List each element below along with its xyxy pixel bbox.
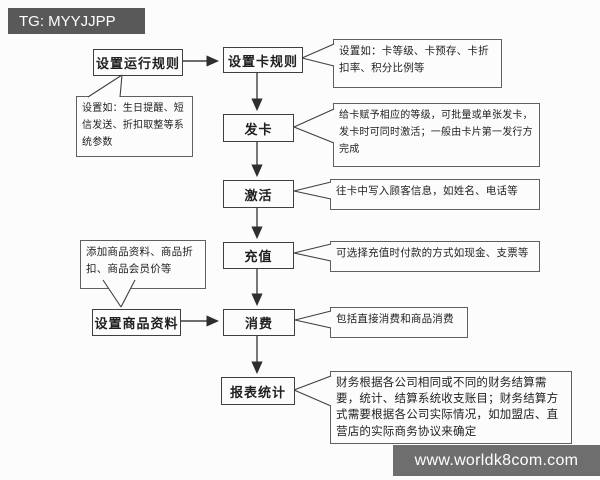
flow-node-activate: 激活 xyxy=(223,180,294,208)
callout-text: 添加商品资料、商品折扣、商品会员价等 xyxy=(86,246,193,275)
callout-text: 可选择充值时付款的方式如现金、支票等 xyxy=(336,247,529,259)
callout-report-note: 财务根据各公司相同或不同的财务结算需要，统计、结算系统收支账目；财务结算方式需要… xyxy=(330,371,572,444)
callout-text: 往卡中写入顾客信息，如姓名、电话等 xyxy=(336,185,518,197)
callout-recharge-note: 可选择充值时付款的方式如现金、支票等 xyxy=(330,241,540,272)
callout-card-rules-note: 设置如：卡等级、卡预存、卡折扣率、积分比例等 xyxy=(333,39,502,88)
callout-text: 给卡赋予相应的等级，可批量或单张发卡，发卡时可同时激活；一般由卡片第一发行方完成 xyxy=(339,110,533,155)
flow-node-issue-card: 发卡 xyxy=(223,114,294,142)
callout-text: 设置如：生日提醒、短信发送、折扣取整等系统参数 xyxy=(82,103,184,148)
node-label: 激活 xyxy=(244,188,273,204)
bottom-watermark-banner: www.worldk8com.com xyxy=(393,445,600,476)
callout-issue-card-note: 给卡赋予相应的等级，可批量或单张发卡，发卡时可同时激活；一般由卡片第一发行方完成 xyxy=(333,103,540,167)
bottom-watermark-label: www.worldk8com.com xyxy=(414,451,579,469)
flow-node-recharge: 充值 xyxy=(223,242,294,269)
flow-node-report-stats: 报表统计 xyxy=(221,377,295,405)
callout-text: 包括直接消费和商品消费 xyxy=(336,313,454,325)
callout-consume-note: 包括直接消费和商品消费 xyxy=(330,307,468,338)
node-label: 充值 xyxy=(244,250,273,265)
callout-run-rules-note: 设置如：生日提醒、短信发送、折扣取整等系统参数 xyxy=(76,96,193,157)
node-label: 消费 xyxy=(244,317,273,332)
top-watermark-banner: TG: MYYJJPP xyxy=(8,8,145,34)
node-label: 设置卡规则 xyxy=(227,54,298,70)
node-label: 报表统计 xyxy=(229,385,286,401)
top-watermark-label: TG: MYYJJPP xyxy=(19,12,116,30)
node-label: 发卡 xyxy=(244,122,273,138)
flow-node-set-product-info: 设置商品资料 xyxy=(92,309,181,336)
callout-product-note: 添加商品资料、商品折扣、商品会员价等 xyxy=(80,240,206,289)
callout-text: 财务根据各公司相同或不同的财务结算需要，统计、结算系统收支账目；财务结算方式需要… xyxy=(336,375,559,438)
node-label: 设置运行规则 xyxy=(95,57,180,72)
flow-node-set-run-rules: 设置运行规则 xyxy=(93,49,183,76)
node-label: 设置商品资料 xyxy=(94,317,179,332)
callout-activate-note: 往卡中写入顾客信息，如姓名、电话等 xyxy=(330,179,540,210)
flow-node-set-card-rules: 设置卡规则 xyxy=(223,47,303,73)
callout-text: 设置如：卡等级、卡预存、卡折扣率、积分比例等 xyxy=(339,45,489,74)
flow-node-consume: 消费 xyxy=(223,309,295,336)
